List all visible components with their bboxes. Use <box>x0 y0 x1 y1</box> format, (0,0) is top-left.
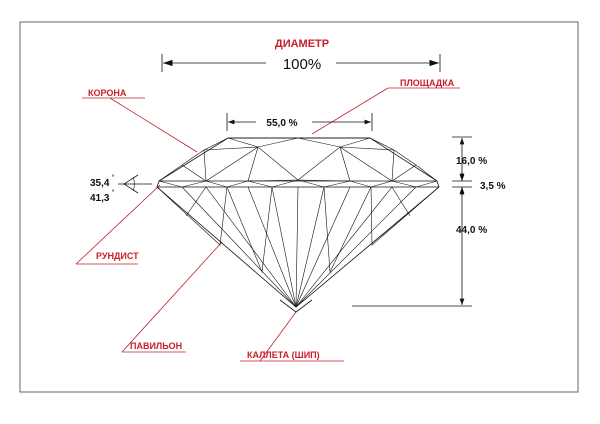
culet-mark <box>279 299 313 313</box>
crown-height-value: 16,0 % <box>456 156 487 167</box>
pavilion-angle-value: 41,3 <box>90 193 110 204</box>
pavilion-leader <box>121 241 223 353</box>
pavilion-facets <box>156 186 440 308</box>
pavilion-angle-degree: ° <box>112 190 115 196</box>
girdle-band <box>157 179 439 188</box>
label-girdle: РУНДИСТ <box>96 251 139 261</box>
label-pavilion: ПАВИЛЬОН <box>130 341 182 351</box>
label-culet: КАЛЛЕТА (ШИП) <box>247 350 320 360</box>
diameter-value: 100% <box>283 56 321 73</box>
diamond-outline <box>156 137 440 308</box>
girdle-thickness-value: 3,5 % <box>480 181 506 192</box>
table-width-value: 55,0 % <box>266 118 297 129</box>
angle-indicators: 35,4 ° 41,3 ° <box>90 174 152 204</box>
diamond-drawing <box>156 137 440 313</box>
vertical-dimensions: 16,0 % 3,5 % 44,0 % <box>352 136 506 307</box>
crown-angle-value: 35,4 <box>90 178 110 189</box>
crown-angle-degree: ° <box>112 175 115 181</box>
diameter-title: ДИАМЕТР <box>275 38 329 50</box>
pavilion-depth-value: 44,0 % <box>456 225 487 236</box>
table-leader <box>311 87 389 135</box>
frame-border <box>19 21 579 393</box>
crown-facets <box>158 137 438 182</box>
crown-leader <box>109 97 198 153</box>
culet-leader <box>259 311 297 362</box>
label-crown: КОРОНА <box>88 88 127 98</box>
girdle-leader <box>75 184 161 265</box>
label-table: ПЛОЩАДКА <box>400 78 455 88</box>
